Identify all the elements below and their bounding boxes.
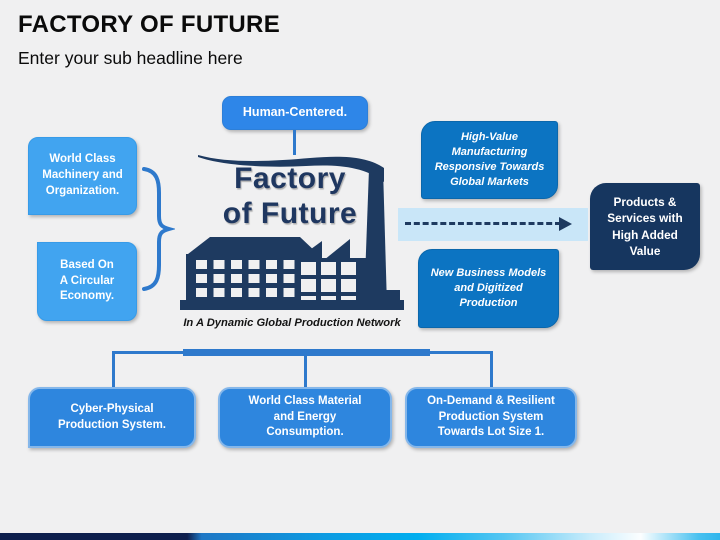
curly-brace-connector-icon (142, 167, 175, 291)
connector-on-demand (490, 351, 493, 387)
logo-caption: In A Dynamic Global Production Network (183, 317, 401, 329)
bottom-connector-bar (183, 349, 430, 356)
connector-cyber-physical (112, 351, 115, 387)
factory-icon (180, 155, 404, 310)
page-title: FACTORY OF FUTURE (18, 11, 280, 38)
connector-material-energy (304, 351, 307, 387)
dashed-arrow-head-icon (559, 217, 572, 231)
box-circular-economy: Based On A Circular Economy. (37, 242, 137, 321)
bottom-accent-bar (0, 533, 720, 540)
connector-human-centered (293, 130, 296, 155)
box-material-energy: World Class Material and Energy Consumpt… (218, 387, 392, 448)
box-human-centered: Human-Centered. (222, 96, 368, 130)
box-products-services: Products & Services with High Added Valu… (590, 183, 700, 270)
page-subtitle: Enter your sub headline here (18, 48, 243, 68)
box-world-class-machinery: World Class Machinery and Organization. (28, 137, 137, 215)
logo-text-line1: Factory (234, 162, 346, 195)
box-high-value-manufacturing: High-Value Manufacturing Responsive Towa… (421, 121, 558, 199)
box-cyber-physical: Cyber-Physical Production System. (28, 387, 196, 448)
box-on-demand: On-Demand & Resilient Production System … (405, 387, 577, 448)
box-new-business-models: New Business Models and Digitized Produc… (418, 249, 559, 328)
dashed-arrow-icon (405, 222, 561, 225)
logo-text-line2: of Future (222, 197, 358, 230)
